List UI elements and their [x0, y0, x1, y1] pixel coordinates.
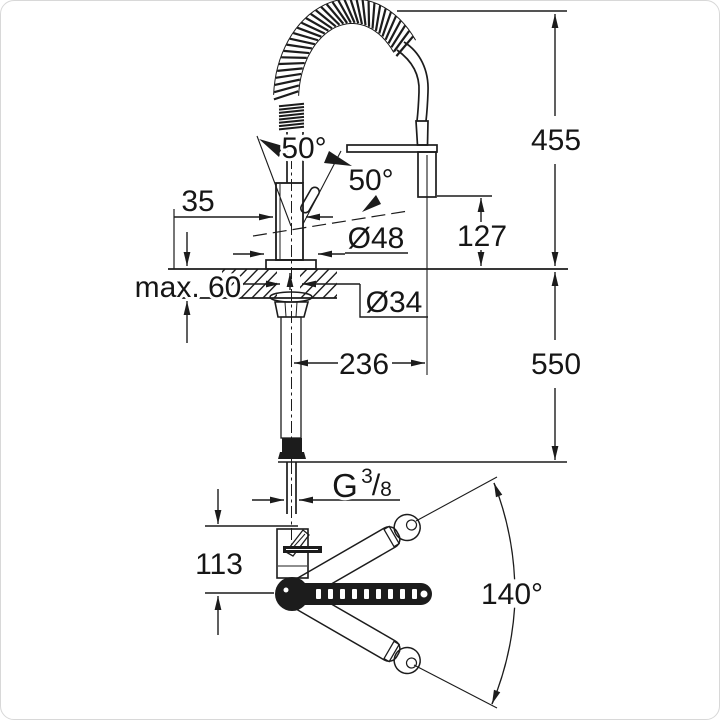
- coil-stack-turn: [278, 106, 305, 111]
- thread-label-g: G: [332, 467, 358, 504]
- coil-tick: [325, 3, 345, 25]
- handle-swing-angle: [256, 135, 352, 227]
- coil-slit: [352, 589, 357, 599]
- angle-label-50-spout: 50°: [281, 132, 326, 165]
- dim-label-550: 550: [531, 348, 581, 381]
- coil-tick: [273, 90, 299, 101]
- coil-tick: [281, 56, 307, 60]
- swivel-pivot: [275, 577, 309, 611]
- coil-stack-turn: [278, 109, 305, 114]
- coil-tick: [305, 17, 329, 32]
- coil-tick: [331, 1, 348, 24]
- coil-slit: [364, 589, 369, 599]
- coil-tick: [355, 0, 363, 25]
- dim-thread-connection: [252, 462, 400, 514]
- hatch-line: [222, 269, 249, 296]
- coil-slit: [376, 589, 381, 599]
- coil-tick: [378, 8, 387, 34]
- coil-slit: [388, 589, 393, 599]
- lever-blade: [285, 529, 310, 557]
- hose-connector: [282, 438, 302, 452]
- coil-tick: [277, 67, 303, 72]
- counter-top: [168, 268, 568, 299]
- coil-stack-turn: [278, 122, 305, 128]
- dim-label-113: 113: [195, 548, 243, 581]
- spout-tube: [396, 41, 429, 146]
- dim-shank-diameter: [240, 273, 428, 318]
- coil-tick: [320, 6, 341, 26]
- hatch-line: [321, 282, 337, 298]
- coil-tick: [296, 26, 322, 38]
- coil-tick: [381, 11, 392, 37]
- swivel-angle-arc: [413, 476, 516, 709]
- thread-label-denominator: 8: [380, 478, 392, 501]
- spout-position-middle: [275, 577, 432, 611]
- angle-wedge-down: [362, 195, 381, 212]
- coil-tick: [289, 37, 316, 46]
- hatch-line: [300, 269, 309, 278]
- coil-stack-turn: [278, 102, 305, 108]
- angle-wedge-right: [324, 151, 352, 166]
- coil-tick: [393, 30, 411, 53]
- coil-tick: [274, 78, 301, 87]
- coil-tick: [349, 0, 360, 24]
- coil-slit: [412, 589, 417, 599]
- coil-slit: [400, 589, 405, 599]
- spring-coil-arch: [273, 0, 417, 131]
- side-view: 455 127 550 35 max. 60 Ø48 Ø34 236 50° 5…: [132, 0, 584, 514]
- dim-label-127: 127: [457, 220, 507, 253]
- dim-label-35: 35: [181, 185, 214, 218]
- spout-swing-angle: [252, 195, 409, 237]
- plan-body: [276, 528, 322, 579]
- coil-tick: [315, 9, 337, 28]
- coil-tick: [273, 84, 300, 94]
- coil-slit: [316, 589, 321, 599]
- coil-tick: [371, 2, 376, 29]
- angle-label-140: 140°: [481, 578, 543, 611]
- dim-label-d48: Ø48: [348, 222, 405, 255]
- coil-tick: [293, 31, 319, 42]
- dim-label-d34: Ø34: [366, 286, 423, 319]
- coil-tick: [275, 72, 302, 79]
- thread-label-numerator: 3: [361, 465, 373, 488]
- plan-view: 113 140°: [192, 462, 546, 709]
- hatch-line: [261, 282, 277, 298]
- coil-stack-turn: [278, 115, 305, 121]
- angle-label-50-handle: 50°: [348, 164, 393, 197]
- dim-label-236: 236: [339, 348, 389, 381]
- coil-slit: [328, 589, 333, 599]
- coil-tick: [361, 0, 367, 26]
- coil-tick: [278, 61, 305, 66]
- coil-slit: [340, 589, 345, 599]
- coil-tick: [395, 35, 414, 57]
- hatch-line: [222, 269, 238, 285]
- dim-label-455: 455: [531, 124, 581, 157]
- thread-label-slash: /: [372, 469, 381, 502]
- coil-tick: [390, 25, 406, 48]
- spray-head: [346, 144, 438, 375]
- coil-boundary: [273, 0, 417, 95]
- angle-wedge-left: [259, 139, 283, 157]
- dim-body-width: [173, 209, 333, 269]
- coil-tick: [384, 15, 397, 41]
- coil-stack-turn: [278, 119, 305, 124]
- mounting-hardware: [269, 291, 313, 459]
- coil-stack-turn: [278, 125, 305, 131]
- coil-tick: [374, 5, 382, 32]
- dim-base-diameter: [233, 250, 408, 258]
- coil-tick: [337, 0, 352, 24]
- coil-tick: [283, 49, 310, 55]
- coil-tick: [343, 0, 356, 24]
- coil-stack-turn: [278, 112, 305, 118]
- coil-tick: [301, 21, 326, 35]
- coil-tick: [286, 43, 313, 50]
- coil-tick: [387, 20, 402, 44]
- coil-tick: [310, 13, 333, 30]
- coil-boundary: [298, 23, 395, 96]
- dim-label-max60: max. 60: [135, 271, 242, 304]
